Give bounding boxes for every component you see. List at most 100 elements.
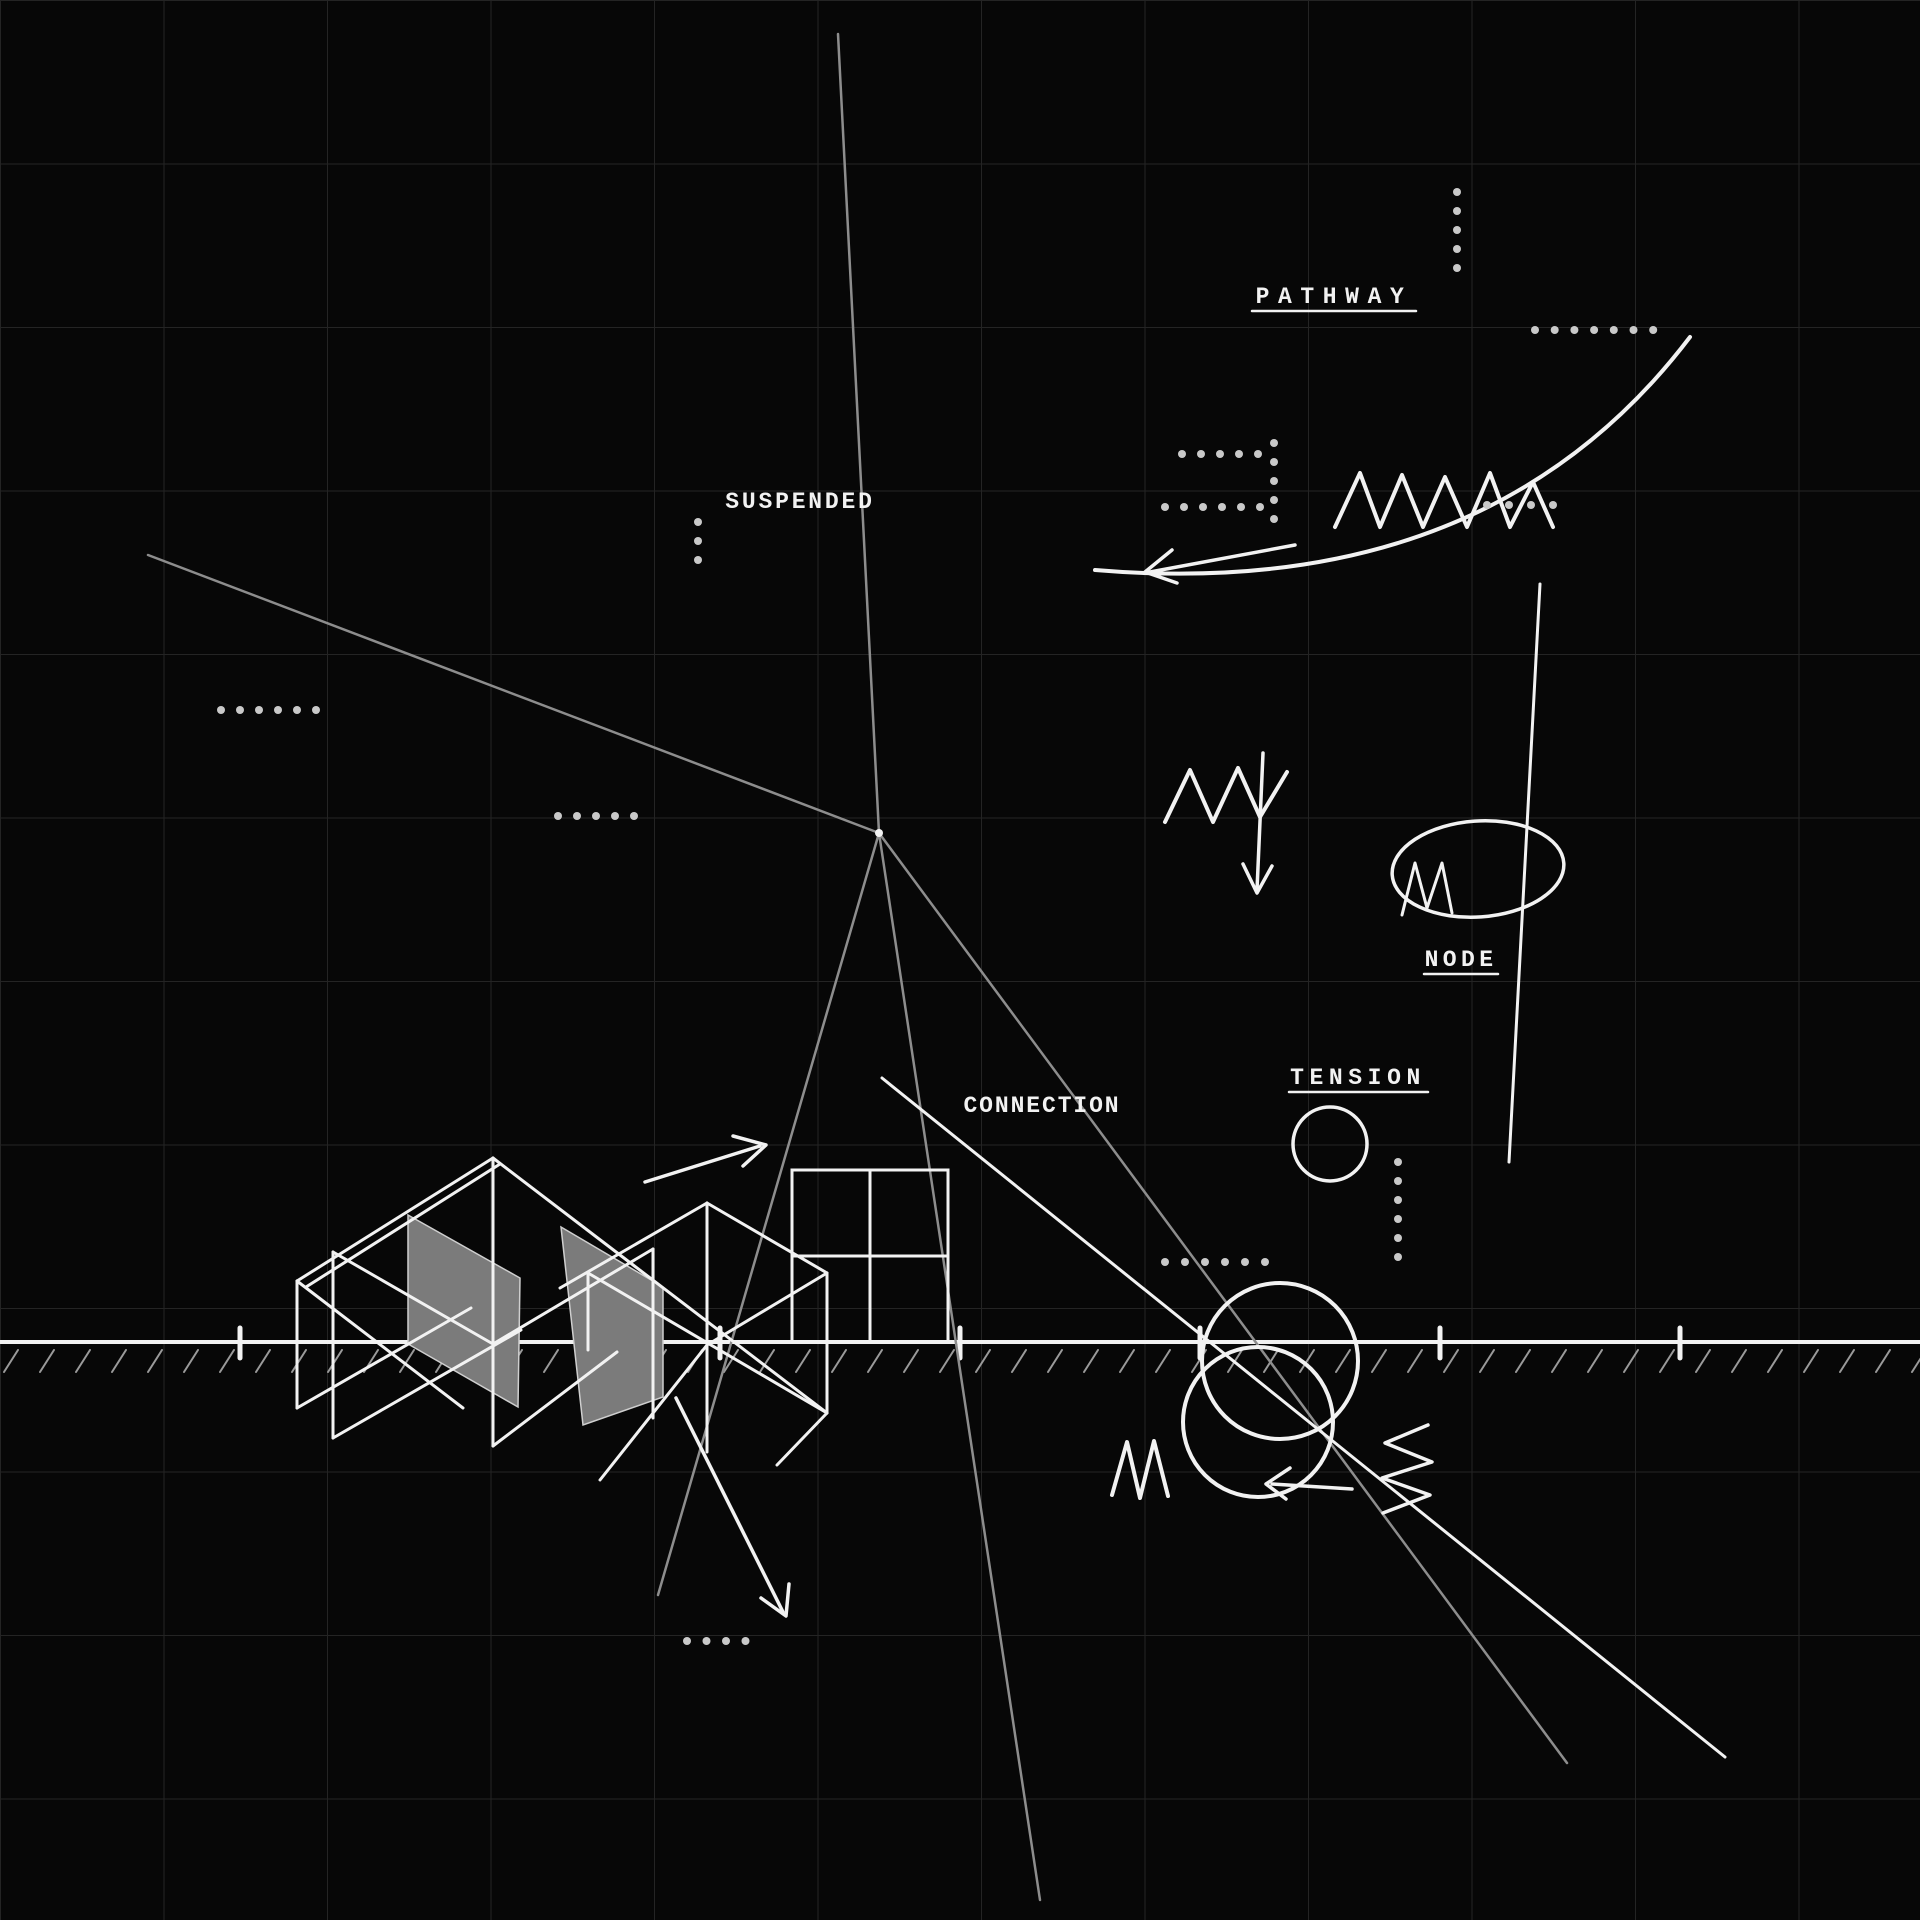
structure-up-arrow-shaft bbox=[643, 1144, 762, 1184]
top-right-row-dot bbox=[1609, 326, 1618, 334]
ground-hatch-stroke bbox=[975, 1349, 991, 1373]
ground-hatch-stroke bbox=[1659, 1349, 1675, 1373]
mid-zigzag bbox=[1163, 766, 1289, 824]
bracket-column-dot bbox=[1270, 439, 1278, 447]
left-row-dot bbox=[274, 706, 282, 714]
ground-hatch-stroke bbox=[1047, 1349, 1063, 1373]
tension-circle bbox=[1291, 1105, 1369, 1183]
radial-line bbox=[146, 553, 881, 835]
radial-line bbox=[656, 831, 881, 1597]
ground-hatch-stroke bbox=[1803, 1349, 1819, 1373]
zigzag-row-dot bbox=[1483, 501, 1491, 509]
bottom-row-dot bbox=[702, 1637, 711, 1645]
top-right-column-dot bbox=[1453, 226, 1461, 234]
ground-hatch-stroke bbox=[1083, 1349, 1099, 1373]
ground-hatch-stroke bbox=[1011, 1349, 1027, 1373]
ground-hatch-stroke bbox=[1839, 1349, 1855, 1373]
suspended-column-dot bbox=[694, 518, 702, 526]
labels-layer: PATHWAY SUSPENDED NODE TENSION CONNECTIO… bbox=[725, 284, 1500, 1119]
ground-hatch-stroke bbox=[543, 1349, 559, 1373]
bracket-row-upper-dot bbox=[1254, 450, 1262, 458]
bracket-row-upper-dot bbox=[1216, 450, 1224, 458]
ground-hatch-stroke bbox=[147, 1349, 163, 1373]
bottom-row-dot bbox=[683, 1637, 691, 1645]
ground-circle-upper bbox=[1200, 1281, 1360, 1441]
bracket-row-lower-dot bbox=[1180, 503, 1188, 511]
wireframe-edge bbox=[491, 1156, 829, 1415]
lightning-zigzag bbox=[1380, 1423, 1434, 1515]
ground-hatch-stroke bbox=[1479, 1349, 1495, 1373]
white-line bbox=[880, 1076, 1727, 1759]
wireframe-edge bbox=[558, 1201, 709, 1290]
bracket-row-upper-dot bbox=[1235, 450, 1243, 458]
ground-hatch-stroke bbox=[291, 1349, 307, 1373]
ground-hatch-stroke bbox=[1623, 1349, 1639, 1373]
connection-row-dot bbox=[1241, 1258, 1249, 1266]
wireframe-edge bbox=[295, 1279, 465, 1410]
node-ellipse bbox=[1390, 818, 1566, 920]
ground-m-zigzag bbox=[1110, 1439, 1170, 1500]
wireframe-edge bbox=[775, 1411, 829, 1467]
wireframe-edge bbox=[491, 1247, 655, 1346]
ground-hatch-stroke bbox=[831, 1349, 847, 1373]
ground-hatch-stroke bbox=[1731, 1349, 1747, 1373]
ground-hatch-stroke bbox=[1587, 1349, 1603, 1373]
zigzag-down-arrow-head bbox=[1241, 862, 1274, 895]
ground-hatch-stroke bbox=[111, 1349, 127, 1373]
ground-hatch-stroke bbox=[1335, 1349, 1351, 1373]
junction-dot bbox=[875, 829, 883, 837]
bracket-row-lower-dot bbox=[1218, 503, 1226, 511]
top-right-row-dot bbox=[1649, 326, 1658, 334]
left-row-dot bbox=[236, 706, 244, 714]
wireframe-edge bbox=[331, 1328, 523, 1440]
connection-row-dot bbox=[1181, 1258, 1189, 1266]
structure-down-arrow-head bbox=[759, 1582, 791, 1618]
left-row-dot bbox=[312, 706, 320, 714]
ground-hatch-stroke bbox=[1299, 1349, 1315, 1373]
label-tension: TENSION bbox=[1290, 1065, 1426, 1091]
label-pathway: PATHWAY bbox=[1256, 284, 1413, 310]
ground-hatch-stroke bbox=[903, 1349, 919, 1373]
tension-column-dot bbox=[1394, 1177, 1402, 1185]
connection-row-dot bbox=[1261, 1258, 1269, 1266]
zigzag-row-dot bbox=[1527, 501, 1535, 509]
zigzag-row-dot bbox=[1549, 501, 1557, 509]
ground-hatch-stroke bbox=[1767, 1349, 1783, 1373]
ground-hatch-stroke bbox=[219, 1349, 235, 1373]
wireframe-edge bbox=[304, 1162, 502, 1289]
left-row-dot bbox=[255, 706, 263, 714]
radial-line bbox=[877, 831, 1569, 1765]
ground-hatch-stroke bbox=[327, 1349, 343, 1373]
zigzag-row-dot bbox=[1505, 501, 1513, 509]
circle-left-arrow-shaft bbox=[1270, 1482, 1354, 1491]
wireframe-edge bbox=[491, 1350, 619, 1448]
dots-layer bbox=[217, 188, 1658, 1645]
connection-row-dot bbox=[1201, 1258, 1209, 1266]
ground-hatch-stroke bbox=[1119, 1349, 1135, 1373]
label-suspended: SUSPENDED bbox=[725, 489, 874, 515]
wireframe-edge bbox=[295, 1306, 473, 1410]
suspended-column-dot bbox=[694, 556, 702, 564]
tension-column-dot bbox=[1394, 1158, 1402, 1166]
ground-hatch-stroke bbox=[723, 1349, 739, 1373]
structure-up-arrow-head bbox=[731, 1134, 768, 1168]
top-right-column-dot bbox=[1453, 245, 1461, 253]
bottom-row-dot bbox=[722, 1637, 730, 1645]
bracket-row-lower-dot bbox=[1199, 503, 1207, 511]
zigzag-down-arrow-shaft bbox=[1255, 751, 1265, 892]
mid-row-dot bbox=[630, 812, 638, 820]
tension-column-dot bbox=[1394, 1215, 1402, 1223]
ground-hatch-stroke bbox=[39, 1349, 55, 1373]
top-right-row-dot bbox=[1570, 326, 1579, 334]
white-line bbox=[1507, 582, 1542, 1164]
faint-lines-layer bbox=[146, 32, 1569, 1902]
bracket-row-lower-dot bbox=[1237, 503, 1245, 511]
pathway-zigzag bbox=[1333, 471, 1555, 529]
bracket-column-dot bbox=[1270, 458, 1278, 466]
bracket-row-lower-dot bbox=[1256, 503, 1264, 511]
ground-hatch-stroke bbox=[1695, 1349, 1711, 1373]
bottom-row-dot bbox=[741, 1637, 750, 1645]
ground-hatch-stroke bbox=[759, 1349, 775, 1373]
bracket-row-lower-dot bbox=[1161, 503, 1169, 511]
